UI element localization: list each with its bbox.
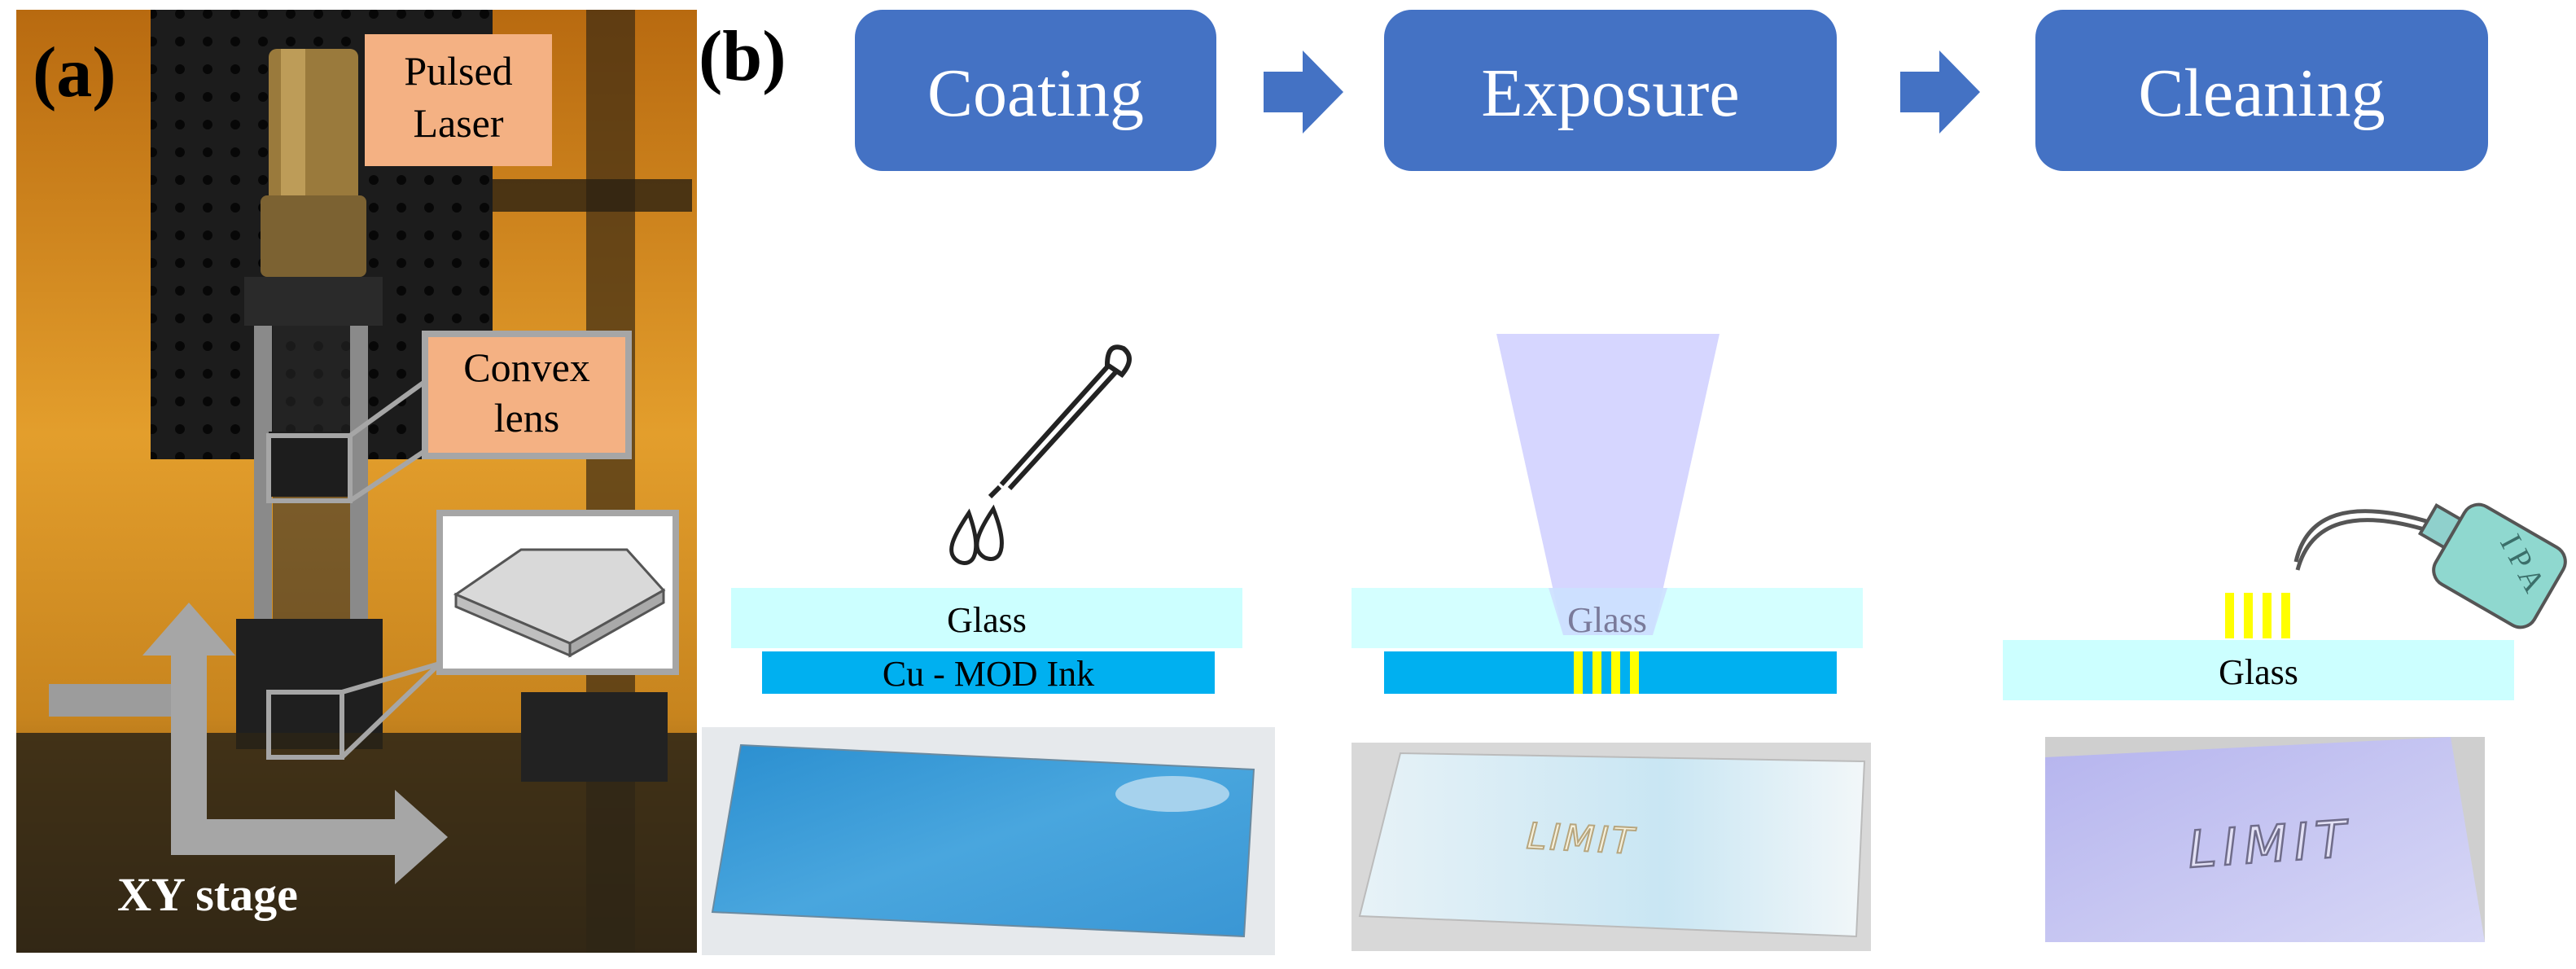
laser-beam-overlap	[1549, 588, 1667, 635]
step-box-exposure	[1384, 10, 1837, 171]
coating-glass-label: Glass	[947, 600, 1027, 640]
pattern-lines	[2225, 593, 2290, 638]
pattern-lines	[1574, 651, 1639, 694]
convex-lens-label-line1: Convex	[463, 344, 590, 390]
xy-stage-label: XY stage	[117, 868, 298, 921]
pulsed-laser-label-line2: Laser	[413, 100, 503, 146]
step-label-exposure: Exposure	[1481, 55, 1739, 131]
cleaned-sample-photo	[2045, 737, 2485, 942]
setup-photo	[16, 10, 697, 953]
ink-layer	[1384, 651, 1837, 694]
cleaned-sample-text: LIMIT	[2186, 809, 2355, 879]
panel-a-letter: (a)	[33, 33, 116, 112]
step-box-coating	[855, 10, 1216, 171]
pipette-icon	[988, 344, 1132, 499]
coated-sample-photo	[702, 727, 1275, 955]
exposure-glass-label: Glass	[1567, 600, 1647, 640]
lens-3d-icon	[453, 548, 666, 658]
coating-ink-label: Cu - MOD Ink	[883, 654, 1094, 694]
exposed-sample-text: LIMIT	[1526, 816, 1638, 863]
exposed-sample-photo	[1352, 743, 1871, 951]
wash-bottle-icon	[2293, 502, 2567, 629]
arrow-right-icon	[1264, 50, 1343, 134]
cleaning-glass-label: Glass	[2219, 652, 2298, 692]
step-label-coating: Coating	[927, 55, 1144, 131]
glass-layer	[731, 588, 1242, 648]
pulsed-laser-label-line1: Pulsed	[404, 48, 512, 94]
step-box-cleaning	[2035, 10, 2488, 171]
xy-stage-arrows	[142, 603, 448, 884]
glass-layer	[2003, 640, 2514, 700]
convex-lens-label-box	[422, 331, 632, 459]
ink-layer	[762, 651, 1215, 694]
convex-lens-label-line2: lens	[494, 395, 560, 441]
step-label-cleaning: Cleaning	[2138, 55, 2385, 131]
pulsed-laser-label-box	[365, 34, 552, 166]
arrow-right-icon	[1900, 50, 1980, 134]
laser-beam	[1496, 334, 1720, 635]
droplets-icon	[949, 504, 1004, 565]
panel-b-letter: (b)	[699, 17, 786, 96]
